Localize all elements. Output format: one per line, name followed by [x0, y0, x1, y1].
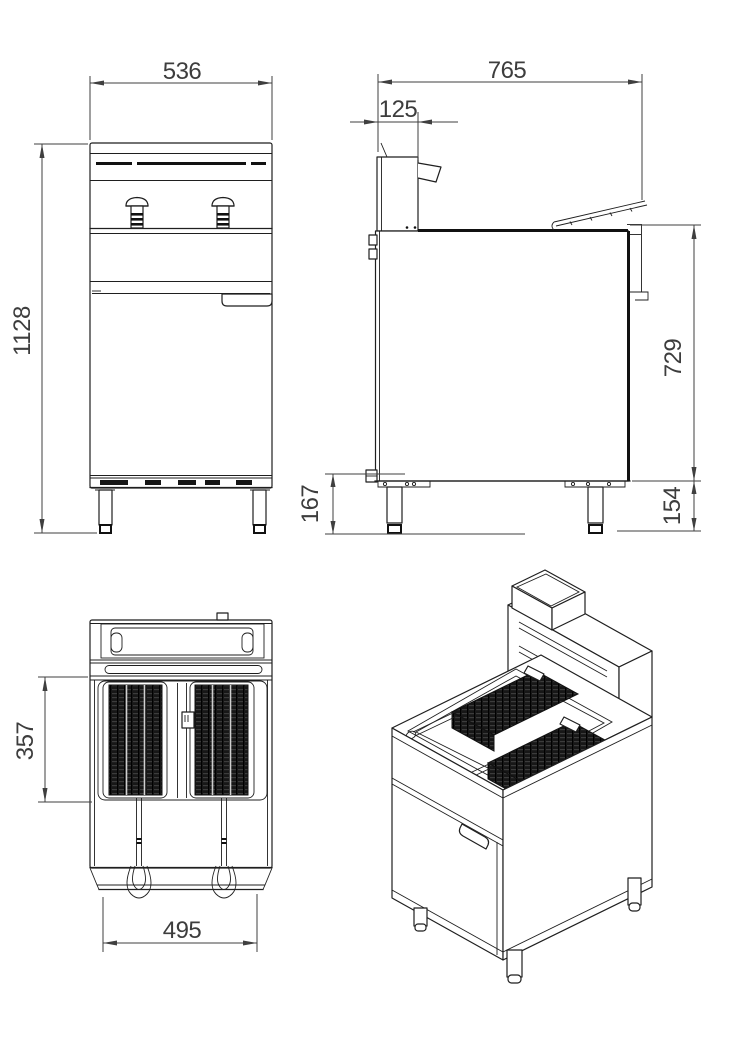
- iso-leg-right: [627, 877, 642, 912]
- side-leg-front: [386, 486, 403, 534]
- iso-flue: [511, 569, 586, 631]
- iso-basket-rear: [405, 665, 580, 752]
- door-handle: [221, 293, 273, 307]
- side-leg-rear: [587, 486, 604, 534]
- iso-door-handle: [458, 823, 490, 850]
- dimension-flue-depth: 125: [350, 96, 458, 160]
- basket-handle-profile: [551, 200, 648, 231]
- dimension-gas-inlet-height: 167: [297, 473, 525, 535]
- top-trim-dark-band: [96, 161, 266, 166]
- dimension-overall-depth: 765: [377, 57, 643, 200]
- basket-handle-left: [126, 798, 152, 899]
- front-view: 536 1128: [9, 58, 273, 534]
- front-bottom-band: [89, 477, 273, 489]
- iso-opening-inner: [415, 675, 605, 777]
- fry-tank: [97, 680, 268, 801]
- flue-damper-rod: [380, 142, 388, 158]
- side-view: 765 125 729 154 167: [297, 57, 701, 535]
- top-front-band: [89, 866, 273, 891]
- basket-left: [102, 681, 168, 799]
- flue-stack: [376, 142, 442, 232]
- pilot-tab: [216, 612, 229, 621]
- control-knob-right: [211, 196, 235, 229]
- dimension-body-height: 729: [630, 224, 701, 482]
- flue-damper-weight: [417, 162, 442, 183]
- rear-bracket: [630, 291, 649, 301]
- iso-door: [391, 777, 653, 955]
- dim-label-leg-height: 154: [659, 487, 686, 526]
- isometric-view: [391, 569, 653, 984]
- side-body-outline: [374, 230, 630, 482]
- iso-basket-rear-handle: [412, 711, 458, 737]
- dim-label-tank-depth: 357: [12, 722, 39, 761]
- iso-basket-rear-hook: [523, 665, 545, 682]
- dim-label-flue-depth: 125: [379, 96, 418, 123]
- iso-basket-front-hook: [559, 716, 581, 733]
- dimension-front-panel-width: 495: [102, 894, 258, 952]
- dim-label-body-height: 729: [660, 339, 687, 378]
- iso-leg-left: [413, 907, 428, 932]
- vent-slot: [104, 665, 263, 674]
- dim-label-front-width: 536: [163, 58, 202, 85]
- gas-inlet: [365, 469, 378, 483]
- dim-label-overall-height: 1128: [9, 306, 36, 356]
- knob-profile-1: [368, 234, 378, 246]
- top-view: 357 495: [12, 612, 273, 952]
- leg-mounting-plates: [377, 481, 626, 488]
- rear-panel: [627, 224, 649, 481]
- iso-right-face: [502, 716, 653, 961]
- dimension-overall-height: 1128: [9, 143, 97, 534]
- dimension-front-width: 536: [89, 58, 273, 140]
- tank-divider: [177, 683, 195, 798]
- dim-label-overall-depth: 765: [488, 57, 527, 84]
- door: [90, 290, 273, 476]
- dimension-leg-height: 154: [617, 481, 701, 532]
- iso-vent-slot-1: [518, 621, 608, 678]
- dim-label-gas-inlet-height: 167: [297, 485, 324, 524]
- dim-label-front-panel-width: 495: [163, 917, 202, 944]
- basket-right: [189, 681, 255, 799]
- knob-profile-2: [368, 248, 378, 260]
- dimension-tank-depth: 357: [12, 676, 92, 803]
- iso-leg-front: [506, 949, 523, 984]
- flue-vent: [100, 623, 265, 659]
- front-body-outline: [89, 142, 273, 489]
- front-leg-left: [95, 489, 115, 534]
- front-leg-right: [250, 489, 270, 534]
- iso-opening-outer: [407, 668, 613, 785]
